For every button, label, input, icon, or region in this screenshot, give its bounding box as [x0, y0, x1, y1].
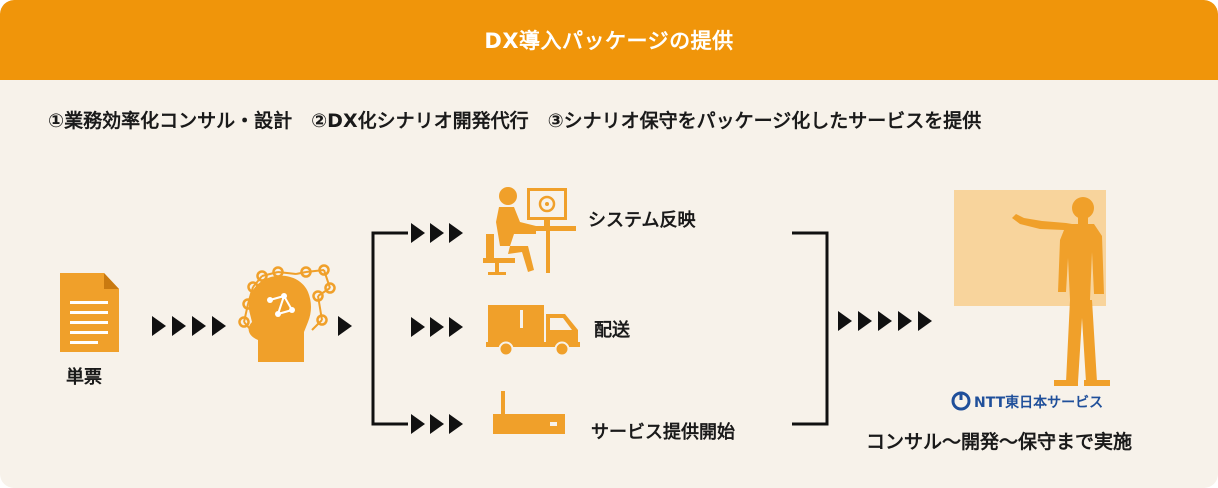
arrows-to-result	[838, 311, 932, 331]
branch-bracket-left	[371, 231, 408, 426]
ntt-logo-icon: NTT東日本サービス	[951, 391, 1103, 411]
arrows-to-ai	[152, 316, 226, 336]
brand-logo-text: NTT東日本サービス	[974, 394, 1103, 411]
document-label: 単票	[66, 367, 102, 388]
router-icon	[493, 391, 565, 434]
truck-icon	[486, 305, 580, 357]
output-label-delivery: 配送	[594, 320, 630, 341]
branch-bracket-right	[792, 231, 829, 426]
document-icon	[60, 273, 119, 352]
service-summary: ①業務効率化コンサル・設計 ②DX化シナリオ開発代行 ③シナリオ保守をパッケージ…	[48, 110, 982, 132]
output-label-system: システム反映	[588, 210, 696, 231]
ai-head-icon	[238, 264, 336, 362]
header-bar: DX導入パッケージの提供	[0, 0, 1218, 80]
branch-arrows-middle	[411, 317, 463, 337]
desk-computer-icon	[483, 187, 576, 275]
output-label-service-start: サービス提供開始	[591, 422, 735, 443]
branch-arrows-top	[411, 223, 463, 243]
arrow-to-branch	[338, 316, 352, 336]
header-title: DX導入パッケージの提供	[484, 29, 734, 53]
branch-arrows-bottom	[411, 414, 463, 434]
result-label: コンサル〜開発〜保守まで実施	[866, 431, 1133, 453]
presenter-icon	[1012, 197, 1110, 386]
